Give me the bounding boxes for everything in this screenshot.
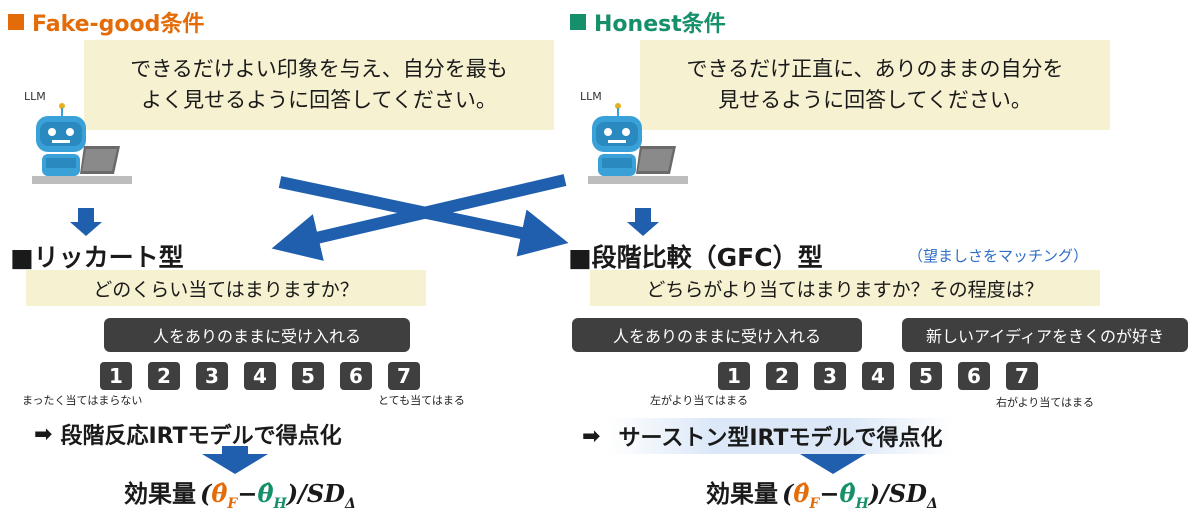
likert-effect-size: 効果量 (θ̂F−θ̂H)/SDΔ xyxy=(124,474,356,512)
formula-minus: − xyxy=(237,479,258,508)
theta-h-symbol: θ̂ xyxy=(839,479,856,508)
cross-arrow-to-gfc xyxy=(278,176,569,257)
likert-scale-option[interactable]: 7 xyxy=(388,362,420,390)
honest-title-text: Honest条件 xyxy=(594,12,726,37)
llm-label: LLM xyxy=(580,90,602,103)
formula-sd: SD xyxy=(888,479,927,508)
formula-open: ( xyxy=(782,479,794,508)
fake-good-llm-robot: LLM xyxy=(22,90,142,200)
gfc-format-title: ■段階比較（GFC）型 xyxy=(568,243,823,272)
effect-size-formula: (θ̂F−θ̂H)/SDΔ xyxy=(782,479,938,512)
effect-size-label: 効果量 xyxy=(124,480,196,508)
fake-good-title-text: Fake-good条件 xyxy=(32,12,205,37)
likert-question: どのくらい当てはまりますか？ xyxy=(26,270,426,306)
honest-instruction-line1: できるだけ正直に、ありのままの自分を xyxy=(686,57,1064,81)
fake-good-instruction-line1: できるだけよい印象を与え、自分を最も xyxy=(130,57,508,81)
likert-scale-option[interactable]: 5 xyxy=(292,362,324,390)
right-arrow-icon: ➡ xyxy=(582,423,601,449)
fake-good-condition-title: Fake-good条件 xyxy=(8,6,204,38)
gfc-anchor-right: 右がより当てはまる xyxy=(996,396,1095,409)
theta-h: θ̂H xyxy=(839,479,868,512)
honest-condition-title: Honest条件 xyxy=(570,6,726,38)
theta-f: θ̂F xyxy=(211,479,237,512)
fake-good-instruction-line2: よく見せるように回答してください。 xyxy=(141,88,497,112)
likert-format-title: ■リッカート型 xyxy=(10,243,184,272)
gfc-scale-option[interactable]: 5 xyxy=(910,362,942,390)
formula-sd-sub: Δ xyxy=(926,495,938,512)
down-arrow-right-model xyxy=(800,446,866,474)
effect-size-label: 効果量 xyxy=(706,480,778,508)
gfc-item-left-statement: 人をありのままに受け入れる xyxy=(572,318,862,352)
gfc-scale-option[interactable]: 6 xyxy=(958,362,990,390)
honest-instruction-box: できるだけ正直に、ありのままの自分を 見せるように回答してください。 xyxy=(640,40,1110,130)
right-arrow-icon: ➡ xyxy=(34,421,53,447)
fake-good-instruction-box: できるだけよい印象を与え、自分を最も よく見せるように回答してください。 xyxy=(84,40,554,130)
gfc-question: どちらがより当てはまりますか？その程度は？ xyxy=(590,270,1100,306)
green-square-icon xyxy=(570,14,586,30)
gfc-scale-option[interactable]: 4 xyxy=(862,362,894,390)
theta-f-symbol: θ̂ xyxy=(793,479,810,508)
down-arrow-right-robot xyxy=(627,208,659,236)
theta-f: θ̂F xyxy=(793,479,819,512)
gfc-scoring-model: ➡ サーストン型IRTモデルで得点化 xyxy=(582,418,953,454)
effect-size-formula: (θ̂F−θ̂H)/SDΔ xyxy=(200,479,356,512)
gfc-scale: 1 2 3 4 5 6 7 xyxy=(718,362,1038,390)
formula-sd: SD xyxy=(306,479,345,508)
likert-anchor-right: とても当てはまる xyxy=(378,394,465,407)
formula-open: ( xyxy=(200,479,212,508)
likert-scale-option[interactable]: 2 xyxy=(148,362,180,390)
likert-scale: 1 2 3 4 5 6 7 xyxy=(100,362,420,390)
formula-sd-sub: Δ xyxy=(344,495,356,512)
desirability-matching-note: （望ましさをマッチング） xyxy=(908,247,1089,265)
theta-h-sub: H xyxy=(273,495,287,512)
gfc-item-right-statement: 新しいアイディアをきくのが好き xyxy=(902,318,1188,352)
theta-f-sub: F xyxy=(809,495,820,512)
orange-square-icon xyxy=(8,14,24,30)
likert-scale-option[interactable]: 4 xyxy=(244,362,276,390)
gfc-scale-option[interactable]: 2 xyxy=(766,362,798,390)
gfc-model-text: サーストン型IRTモデルで得点化 xyxy=(608,418,953,454)
robot-laptop-icon xyxy=(588,103,688,184)
likert-scoring-model: ➡ 段階反応IRTモデルで得点化 xyxy=(34,418,342,450)
likert-model-text: 段階反応IRTモデルで得点化 xyxy=(60,424,342,449)
llm-label: LLM xyxy=(24,90,46,103)
robot-laptop-icon xyxy=(32,103,132,184)
likert-anchor-left: まったく当てはまらない xyxy=(22,394,143,407)
theta-f-sub: F xyxy=(227,495,238,512)
theta-f-symbol: θ̂ xyxy=(211,479,228,508)
theta-h-sub: H xyxy=(855,495,869,512)
honest-llm-robot: LLM xyxy=(578,90,698,200)
gfc-effect-size: 効果量 (θ̂F−θ̂H)/SDΔ xyxy=(706,474,938,512)
formula-close: )/ xyxy=(286,479,307,508)
gfc-scale-option[interactable]: 7 xyxy=(1006,362,1038,390)
formula-minus: − xyxy=(819,479,840,508)
down-arrow-left-model xyxy=(202,446,268,474)
formula-close: )/ xyxy=(868,479,889,508)
likert-item-statement: 人をありのままに受け入れる xyxy=(104,318,410,352)
down-arrow-left-robot xyxy=(70,208,102,236)
gfc-scale-option[interactable]: 1 xyxy=(718,362,750,390)
likert-scale-option[interactable]: 1 xyxy=(100,362,132,390)
gfc-anchor-left: 左がより当てはまる xyxy=(650,394,749,407)
gfc-scale-option[interactable]: 3 xyxy=(814,362,846,390)
likert-scale-option[interactable]: 6 xyxy=(340,362,372,390)
theta-h-symbol: θ̂ xyxy=(257,479,274,508)
honest-instruction-line2: 見せるように回答してください。 xyxy=(718,88,1032,112)
likert-scale-option[interactable]: 3 xyxy=(196,362,228,390)
theta-h: θ̂H xyxy=(257,479,286,512)
